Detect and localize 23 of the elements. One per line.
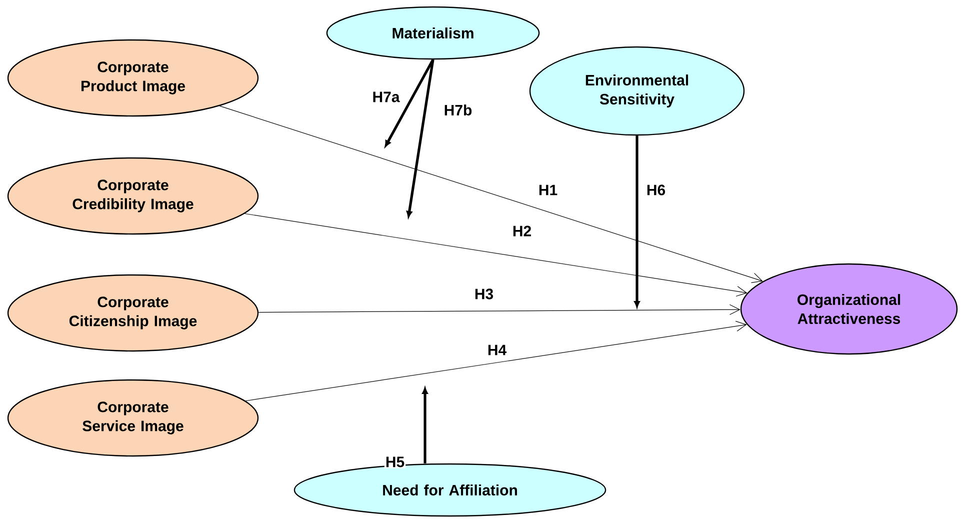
ellipse-node: Corporate Service Image	[7, 379, 259, 457]
arrow	[406, 59, 434, 218]
arrow	[219, 106, 763, 283]
edge-label: H3	[473, 288, 495, 300]
ellipse-node: Organizational Attractiveness	[740, 263, 958, 355]
edge-label: H6	[645, 184, 667, 196]
arrow	[422, 388, 428, 464]
ellipse-node: Corporate Product Image	[7, 39, 259, 117]
edge-label: H2	[511, 224, 533, 238]
edge-label: H1	[537, 184, 559, 196]
ellipse-node: Corporate Credibility Image	[7, 157, 259, 235]
edge-label: H5	[384, 456, 406, 468]
arrow	[634, 136, 640, 308]
edge-label: H7a	[371, 90, 401, 104]
ellipse-node: Materialism	[326, 6, 540, 60]
arrow	[245, 320, 747, 402]
edge-label: H4	[486, 344, 508, 356]
ellipse-node: Corporate Citizenship Image	[7, 274, 259, 352]
arrow	[244, 213, 748, 297]
ellipse-node: Environmental Sensitivity	[529, 46, 745, 136]
arrow	[384, 58, 434, 147]
arrow	[258, 304, 740, 315]
edge-label: H7b	[442, 103, 474, 116]
